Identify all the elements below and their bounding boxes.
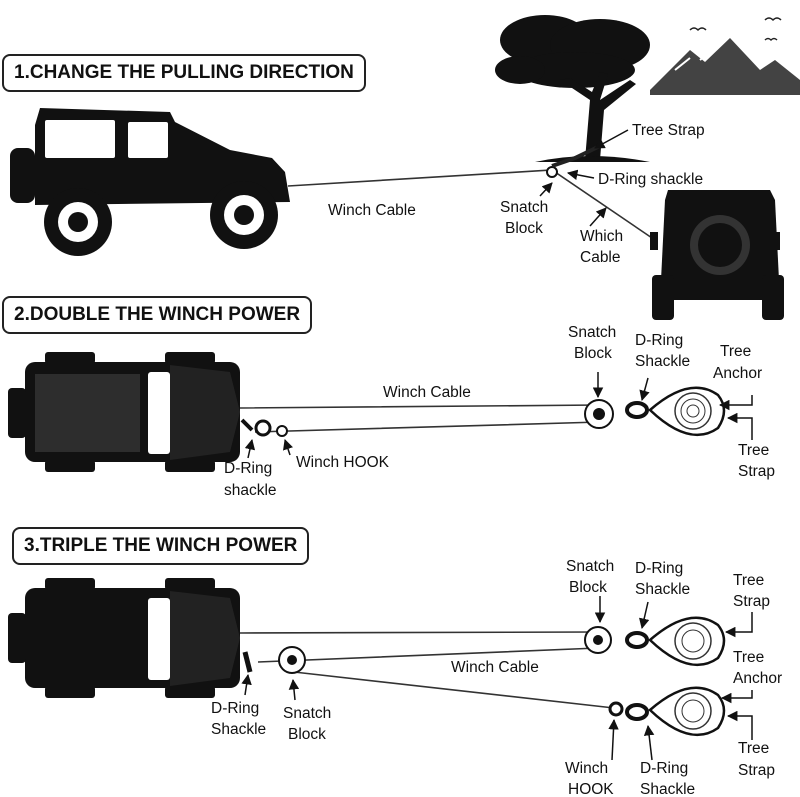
label-snatch: Snatch (283, 705, 331, 722)
label-shackle: Shackle (211, 721, 266, 738)
label-anchor: Anchor (713, 365, 762, 382)
label-d-ring-shackle: D-Ring shackle (598, 171, 703, 188)
label-d-ring: D-Ring (640, 760, 688, 777)
label-d-ring: D-Ring (635, 332, 683, 349)
label-strap: Strap (733, 593, 770, 610)
tree-strap-icon (551, 144, 601, 168)
jeep-side-icon (10, 108, 290, 256)
tree-icon (495, 15, 650, 162)
label-shackle: Shackle (640, 781, 695, 797)
label-block: Block (288, 726, 326, 743)
label-winch-cable: Winch Cable (383, 384, 471, 401)
label-shackle: Shackle (635, 353, 690, 370)
section-1-title: 1.CHANGE THE PULLING DIRECTION (2, 54, 366, 92)
bird-icon (689, 17, 782, 42)
tree-anchor-icon (648, 386, 726, 437)
jeep-rear-icon (650, 190, 784, 320)
label-snatch: Snatch (568, 324, 616, 341)
label-shackle: shackle (224, 482, 277, 499)
label-d-ring: D-Ring (224, 460, 272, 477)
tree-anchor-icon (648, 616, 726, 737)
snatch-block-icon (546, 166, 558, 178)
label-winch-cable: Winch Cable (451, 659, 539, 676)
label-snatch: Snatch (500, 199, 548, 216)
winch-cable-line (239, 631, 615, 709)
label-strap: Strap (738, 762, 775, 779)
label-tree-strap: Tree Strap (632, 122, 705, 139)
label-tree: Tree (738, 740, 769, 757)
label-tree: Tree (720, 343, 751, 360)
label-hook: HOOK (568, 781, 614, 797)
d-ring-shackle-icon (242, 631, 649, 721)
label-tree: Tree (733, 572, 764, 589)
label-winch-hook: Winch HOOK (296, 454, 390, 471)
label-which: Which (580, 228, 623, 245)
label-d-ring: D-Ring (211, 700, 259, 717)
winch-hook-icon (240, 418, 288, 437)
label-snatch: Snatch (566, 558, 614, 575)
label-shackle: Shackle (635, 581, 690, 598)
section-2-title: 2.DOUBLE THE WINCH POWER (2, 296, 313, 334)
winch-hook-icon (608, 701, 624, 717)
label-winch: Winch (565, 760, 608, 777)
mountain-icon (650, 38, 800, 95)
d-ring-shackle-icon (625, 401, 649, 419)
label-d-ring: D-Ring (635, 560, 683, 577)
section-3-title: 3.TRIPLE THE WINCH POWER (12, 527, 310, 565)
label-cable: Cable (580, 249, 621, 266)
label-block: Block (569, 579, 607, 596)
label-tree: Tree (733, 649, 764, 666)
label-block: Block (505, 220, 543, 237)
label-winch-cable: Winch Cable (328, 202, 416, 219)
label-tree: Tree (738, 442, 769, 459)
jeep-top-icon (8, 578, 240, 698)
label-anchor: Anchor (733, 670, 782, 687)
jeep-top-icon (8, 352, 240, 472)
label-block: Block (574, 345, 612, 362)
winch-cable-line (239, 404, 601, 433)
label-strap: Strap (738, 463, 775, 480)
